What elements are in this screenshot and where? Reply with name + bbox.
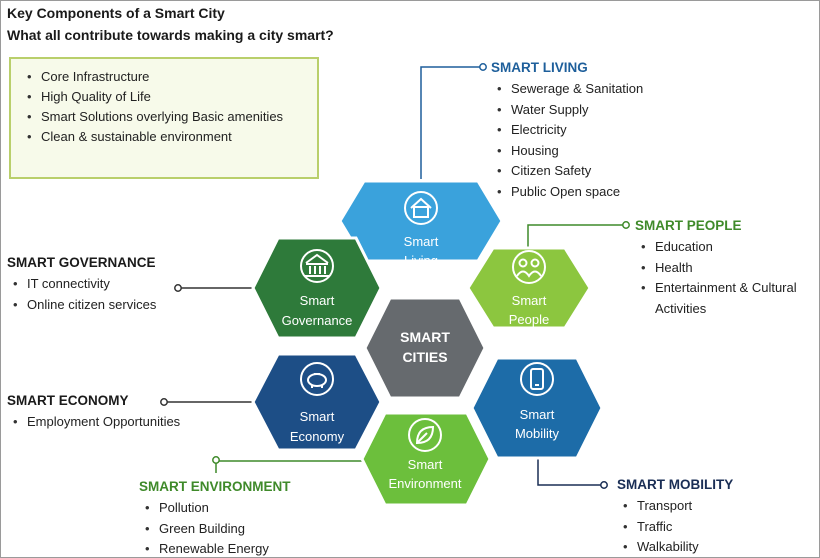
hex-environment [360,411,492,507]
connector-environment [215,460,367,473]
group-smart-mobility: SMART MOBILITY Transport Traffic Walkabi… [617,476,734,557]
list-item: Citizen Safety [497,161,643,182]
key-item: High Quality of Life [27,87,317,107]
list-item: Housing [497,141,643,162]
house-icon [404,191,438,225]
list-item: Walkability [623,537,733,557]
connector-dot-governance [174,284,182,292]
group-list-people: Education Health Entertainment & Cultura… [635,237,817,319]
hex-people-line1: Smart [512,293,547,308]
list-item: Transport [623,496,733,517]
connector-dot-people [622,221,630,229]
group-title-people: SMART PEOPLE [635,218,742,233]
hex-center [363,296,487,400]
hex-governance [251,236,383,340]
group-list-economy: Employment Opportunities [7,412,180,433]
connector-dot-mobility [600,481,608,489]
group-smart-living: SMART LIVING Sewerage & Sanitation Water… [491,59,643,202]
list-item: Online citizen services [13,295,156,316]
list-item: Public Open space [497,182,643,203]
hex-governance-line1: Smart [300,293,335,308]
connector-living [420,66,481,179]
hex-economy-line1: Smart [300,409,335,424]
piggy-bank-icon [300,362,334,396]
connector-mobility [537,457,601,486]
list-item: Renewable Energy [145,539,291,557]
list-item: Green Building [145,519,291,540]
group-smart-economy: SMART ECONOMY Employment Opportunities [7,392,180,433]
hex-economy [251,352,383,452]
page-subtitle: What all contribute towards making a cit… [7,27,334,43]
hex-people-line2: People [509,312,549,327]
key-item: Smart Solutions overlying Basic amenitie… [27,107,317,127]
hex-environment-line2: Environment [389,476,462,491]
group-list-living: Sewerage & Sanitation Water Supply Elect… [491,79,643,202]
smartphone-icon [520,362,554,396]
hex-mobility [470,356,604,460]
hex-mobility-line1: Smart [520,407,555,422]
group-title-living: SMART LIVING [491,60,588,75]
list-item: Entertainment & Cultural Activities [641,278,817,319]
hex-economy-line2: Economy [290,429,345,444]
list-item: Water Supply [497,100,643,121]
group-title-governance: SMART GOVERNANCE [7,255,156,270]
people-icon [512,250,546,284]
list-item: Sewerage & Sanitation [497,79,643,100]
hex-governance-line2: Governance [282,313,353,328]
government-building-icon [300,249,334,283]
center-line2: CITIES [402,349,447,365]
group-list-environment: Pollution Green Building Renewable Energ… [139,498,291,557]
hex-mobility-line2: Mobility [515,426,560,441]
group-smart-environment: SMART ENVIRONMENT Pollution Green Buildi… [139,478,291,557]
list-item: IT connectivity [13,274,156,295]
page-title: Key Components of a Smart City [7,5,225,21]
key-item: Clean & sustainable environment [27,127,317,147]
hex-living-line2: Living [404,253,438,268]
group-title-environment: SMART ENVIRONMENT [139,479,291,494]
list-item: Education [641,237,817,258]
center-line1: SMART [400,329,450,345]
key-components-box: Core Infrastructure High Quality of Life… [9,57,319,179]
group-list-governance: IT connectivity Online citizen services [7,274,156,315]
connector-dot-living [479,63,487,71]
group-list-mobility: Transport Traffic Walkability [617,496,733,557]
key-item: Core Infrastructure [27,67,317,87]
list-item: Employment Opportunities [13,412,180,433]
hex-living-line1: Smart [404,234,439,249]
connector-people [527,224,623,249]
list-item: Pollution [145,498,291,519]
group-title-economy: SMART ECONOMY [7,393,129,408]
hex-environment-line1: Smart [408,457,443,472]
connector-dot-economy [160,398,168,406]
connector-dot-environment [212,456,220,464]
leaf-icon [408,418,442,452]
hex-people [466,246,592,330]
key-components-list: Core Infrastructure High Quality of Life… [11,67,317,147]
group-smart-people: SMART PEOPLE Education Health Entertainm… [635,217,817,319]
list-item: Traffic [623,517,733,538]
group-smart-governance: SMART GOVERNANCE IT connectivity Online … [7,254,156,315]
list-item: Health [641,258,817,279]
group-title-mobility: SMART MOBILITY [617,477,734,492]
list-item: Electricity [497,120,643,141]
